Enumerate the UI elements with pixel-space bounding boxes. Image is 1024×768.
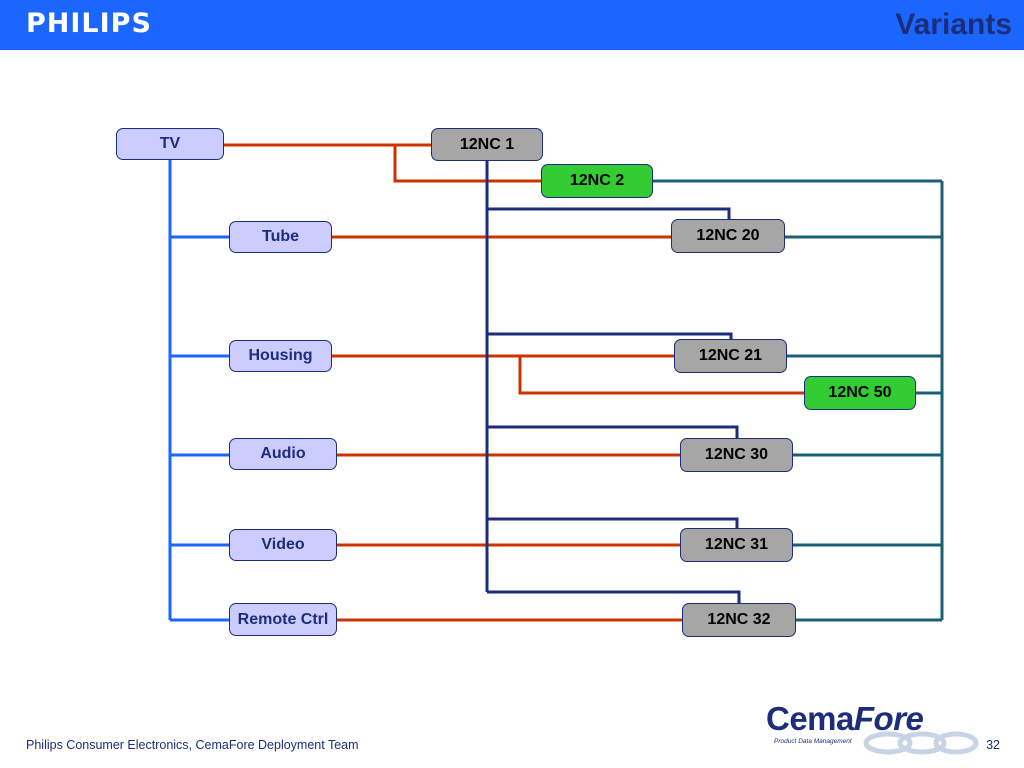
slide-title: Variants — [895, 8, 1012, 41]
variant-hierarchy-lines — [485, 160, 741, 603]
component-node-tube[interactable]: Tube — [229, 221, 332, 253]
philips-logo: PHILIPS — [26, 8, 152, 39]
variant-node-12nc-21[interactable]: 12NC 21 — [674, 339, 787, 373]
cemafore-logo-fore: Fore — [853, 700, 924, 737]
page-number: 32 — [986, 738, 1000, 752]
component-node-housing[interactable]: Housing — [229, 340, 332, 372]
variant-node-12nc-32[interactable]: 12NC 32 — [682, 603, 796, 637]
cemafore-logo: CemaFore Product Data Management — [766, 700, 984, 756]
variant-node-12nc-20[interactable]: 12NC 20 — [671, 219, 785, 253]
component-node-remote-ctrl[interactable]: Remote Ctrl — [229, 603, 337, 636]
header-bar: PHILIPS Variants — [0, 0, 1024, 50]
component-tree-lines — [168, 160, 229, 622]
component-variant-links — [224, 143, 804, 622]
variant-node-12nc-1[interactable]: 12NC 1 — [431, 128, 543, 161]
cemafore-logo-main: Cema — [766, 700, 854, 737]
variant-node-12nc-2[interactable]: 12NC 2 — [541, 164, 653, 198]
component-node-audio[interactable]: Audio — [229, 438, 337, 470]
variant-node-12nc-31[interactable]: 12NC 31 — [680, 528, 793, 562]
variant-branch-lines — [653, 179, 944, 622]
cemafore-logo-rings — [863, 731, 979, 755]
cemafore-logo-text: CemaFore — [766, 700, 924, 738]
cemafore-logo-subtitle: Product Data Management — [774, 738, 852, 745]
variant-node-12nc-30[interactable]: 12NC 30 — [680, 438, 793, 472]
footer-text: Philips Consumer Electronics, CemaFore D… — [26, 738, 359, 752]
component-node-video[interactable]: Video — [229, 529, 337, 561]
component-node-tv[interactable]: TV — [116, 128, 224, 160]
variant-node-12nc-50[interactable]: 12NC 50 — [804, 376, 916, 410]
